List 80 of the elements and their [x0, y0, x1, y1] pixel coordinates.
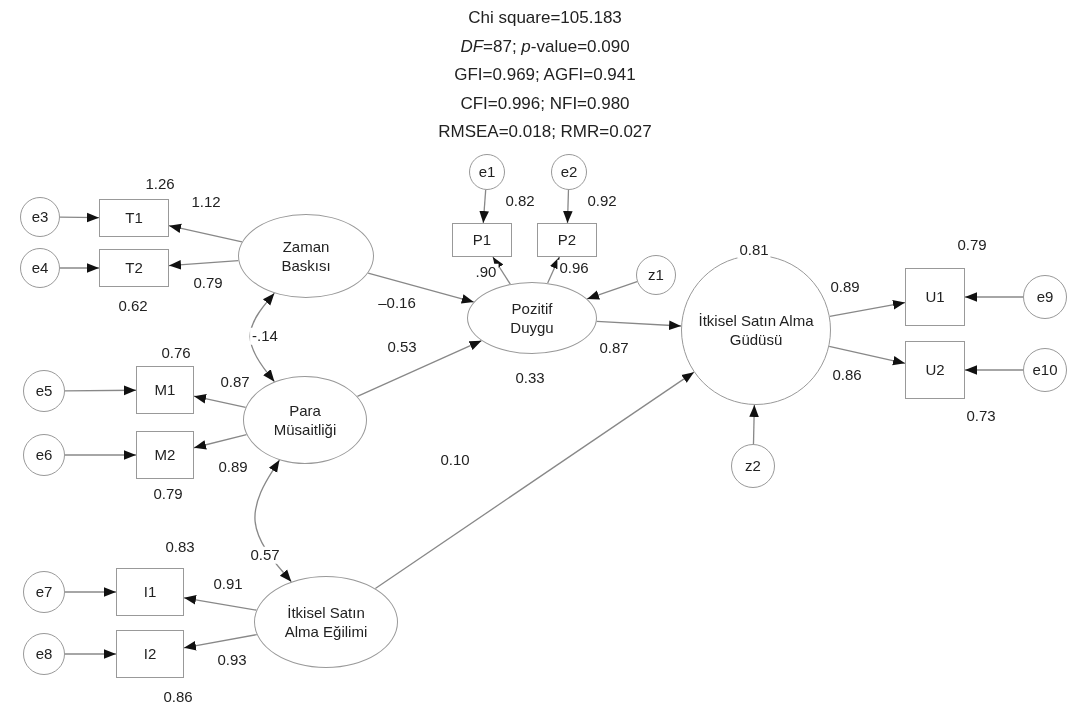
arrow — [479, 189, 489, 224]
node-label: U2 — [925, 360, 945, 380]
arrow — [183, 595, 258, 611]
error-circle — [551, 154, 587, 190]
arrow — [964, 365, 1024, 375]
indicator-box — [99, 249, 169, 287]
arrow — [547, 256, 560, 284]
error-circle — [23, 633, 65, 675]
indicator-box — [116, 568, 184, 616]
arrow — [64, 587, 117, 597]
fit-statistic: Chi square=105.183 — [467, 9, 623, 28]
error-circle — [1023, 275, 1067, 319]
indicator-box — [99, 199, 169, 237]
node-label: Zaman Baskısı — [280, 236, 332, 276]
double-headed-arrow — [249, 292, 276, 383]
node-label: e6 — [35, 445, 53, 465]
node-label: I1 — [143, 582, 157, 602]
fit-statistic: GFI=0.969; AGFI=0.941 — [453, 66, 637, 85]
node-label: M1 — [154, 380, 176, 400]
error-circle — [636, 255, 676, 295]
node-label: e5 — [35, 381, 53, 401]
node-label: U1 — [925, 287, 945, 307]
error-circle — [469, 154, 505, 190]
node-label: e1 — [478, 162, 496, 182]
node-label: Pozitif Duygu — [509, 298, 555, 338]
arrow — [749, 404, 759, 445]
node-label: e9 — [1036, 287, 1054, 307]
node-label: z1 — [648, 265, 664, 285]
node-label: T2 — [125, 258, 143, 278]
error-circle — [23, 571, 65, 613]
node-label: İtkisel Satın Alma Güdüsü — [697, 310, 815, 350]
error-circle — [23, 434, 65, 476]
node-label: e7 — [35, 582, 53, 602]
fit-statistic: RMSEA=0.018; RMR=0.027 — [437, 123, 653, 142]
arrow — [168, 223, 243, 243]
indicator-box — [452, 223, 512, 257]
node-label: e3 — [31, 207, 49, 227]
node-label: z2 — [745, 456, 761, 476]
node-label: T1 — [125, 208, 143, 228]
node-label: M2 — [154, 445, 176, 465]
arrow — [64, 385, 137, 396]
indicator-box — [537, 223, 597, 257]
arrow — [828, 345, 906, 366]
node-label: İtkisel Satın Alma Eğilimi — [283, 602, 369, 642]
indicator-box — [136, 431, 194, 479]
arrow — [563, 189, 573, 224]
node-label: e2 — [560, 162, 578, 182]
node-label: e10 — [1032, 360, 1058, 380]
node-label: P1 — [472, 230, 492, 250]
error-circle — [20, 248, 60, 288]
edge-label: -.14 — [250, 327, 280, 345]
indicator-box — [905, 341, 965, 399]
fit-statistic: CFI=0.996; NFI=0.980 — [459, 94, 631, 114]
error-circle — [731, 444, 775, 488]
arrow — [586, 280, 638, 300]
edge-label: 0.57 — [248, 546, 282, 564]
fit-statistic: DF=87; p-value=0.090 — [459, 37, 631, 57]
indicator-box — [905, 268, 965, 326]
error-circle — [1023, 348, 1067, 392]
arrow — [168, 259, 240, 270]
error-circle — [23, 370, 65, 412]
arrow — [64, 450, 137, 460]
arrow — [59, 263, 100, 273]
node-label: I2 — [143, 644, 157, 664]
arrow — [964, 292, 1024, 302]
indicator-box — [136, 366, 194, 414]
node-label: e4 — [31, 258, 49, 278]
arrow — [596, 320, 682, 331]
arrow — [829, 300, 906, 318]
arrow — [193, 433, 248, 450]
node-label: P2 — [557, 230, 577, 250]
indicator-box — [116, 630, 184, 678]
error-circle — [20, 197, 60, 237]
arrow — [374, 371, 695, 590]
arrow — [64, 649, 117, 659]
arrow — [183, 633, 258, 651]
node-label: Para Müsaitliği — [272, 400, 338, 440]
arrow — [59, 212, 100, 223]
arrow — [193, 394, 247, 408]
node-label: e8 — [35, 644, 53, 664]
